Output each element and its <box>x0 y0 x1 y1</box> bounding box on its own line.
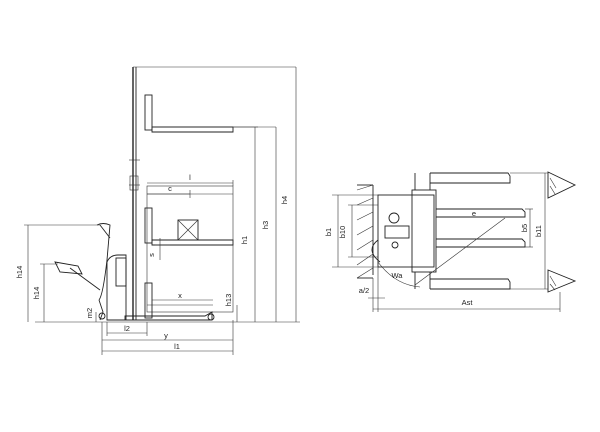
dim-l2: l2 <box>106 322 148 336</box>
dim-y: y <box>102 320 234 344</box>
label-h3: h3 <box>261 221 270 229</box>
label-s: s <box>147 253 156 257</box>
label-m2: m2 <box>85 308 94 318</box>
dim-b10: b10 <box>338 204 378 258</box>
dim-e: e <box>472 209 476 218</box>
dim-wa: Wa <box>377 217 506 288</box>
label-l2: l2 <box>124 324 130 333</box>
label-y: y <box>164 331 168 340</box>
label-h1: h1 <box>240 236 249 244</box>
outer-arms <box>430 172 511 290</box>
label-b5: b5 <box>520 224 529 232</box>
dim-h14-inner: h14 <box>32 263 58 322</box>
label-a2: a/2 <box>359 286 369 295</box>
label-h14-outer: h14 <box>15 266 24 279</box>
label-ast: Ast <box>462 298 474 307</box>
dim-h13: h13 <box>224 294 238 322</box>
dim-s: s <box>147 238 170 260</box>
wall-left <box>356 184 374 279</box>
dim-b5: b5 <box>520 208 533 248</box>
mast <box>129 66 296 320</box>
label-b1: b1 <box>324 228 333 236</box>
label-l1: l1 <box>174 342 180 351</box>
dim-b1: b1 <box>324 194 378 268</box>
dim-a2: a/2 <box>359 267 385 312</box>
label-l: l <box>189 173 191 182</box>
dim-ast: Ast <box>373 292 561 312</box>
label-h13: h13 <box>224 294 233 307</box>
load-markers <box>547 171 577 293</box>
truck-body <box>54 223 215 321</box>
label-b10: b10 <box>338 226 347 239</box>
dim-l1: l1 <box>101 322 234 355</box>
dim-h3: h3 <box>261 127 277 322</box>
dim-x: x <box>152 291 213 301</box>
label-b11: b11 <box>534 225 543 237</box>
dim-h4: h4 <box>240 67 300 323</box>
forks <box>436 208 526 248</box>
fork-ground <box>124 282 213 321</box>
label-c: c <box>168 184 172 193</box>
fork-top <box>144 94 276 133</box>
fork-middle <box>144 207 234 246</box>
dim-h14-outer: h14 <box>15 224 100 322</box>
label-wa: Wa <box>392 271 404 280</box>
side-view: h4 h3 h1 h13 h14 h14 <box>15 66 300 355</box>
label-h14-inner: h14 <box>32 287 41 300</box>
truck-top <box>371 173 437 289</box>
dim-h1: h1 <box>233 126 258 322</box>
dim-c: c <box>147 184 191 198</box>
dim-l: l <box>147 173 234 186</box>
dim-b11: b11 <box>510 172 548 290</box>
label-x: x <box>178 291 182 300</box>
dim-m2: m2 <box>85 308 97 322</box>
label-e: e <box>472 209 476 218</box>
label-h4: h4 <box>280 196 289 204</box>
top-view: Wa b1 b10 b5 b11 <box>324 171 577 312</box>
